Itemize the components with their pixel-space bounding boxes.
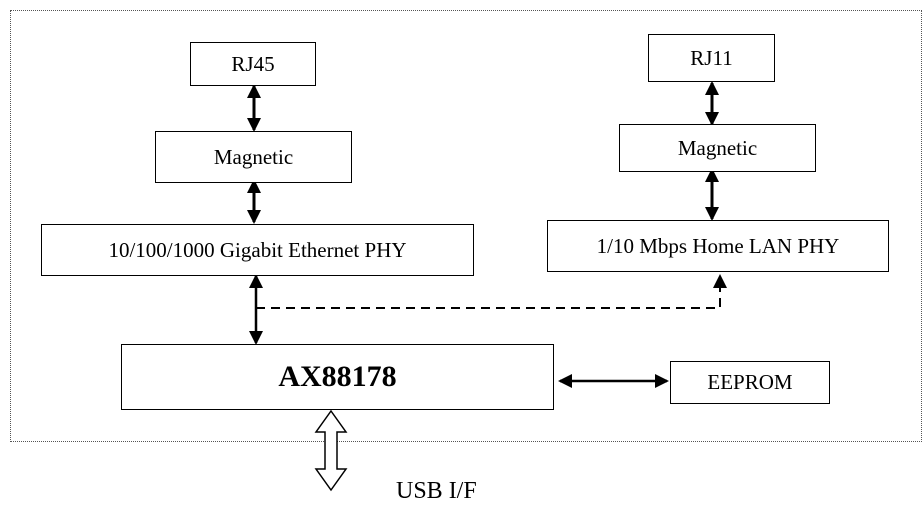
usb-interface-arrow [314, 409, 348, 492]
eeprom-block: EEPROM [670, 361, 830, 404]
eeprom-label: EEPROM [707, 370, 793, 394]
magnetic-right-label: Magnetic [677, 135, 758, 160]
magnetic-left-block: Magnetic [155, 131, 352, 183]
homelan-phy-block: 1/10 Mbps Home LAN PHY [547, 220, 889, 272]
usb-interface-label: USB I/F [396, 478, 477, 504]
chip-label: AX88178 [278, 360, 397, 393]
homelan-phy-label: 1/10 Mbps Home LAN PHY [596, 233, 840, 258]
gigabit-phy-label: 10/100/1000 Gigabit Ethernet PHY [108, 237, 407, 262]
magnetic-right-block: Magnetic [619, 124, 816, 172]
rj11-block: RJ11 [648, 34, 775, 82]
magnetic-left-label: Magnetic [213, 144, 294, 169]
gigabit-phy-block: 10/100/1000 Gigabit Ethernet PHY [41, 224, 474, 276]
rj45-block: RJ45 [190, 42, 316, 86]
ax88178-chip-block: AX88178 [121, 344, 554, 410]
rj45-label: RJ45 [231, 51, 275, 76]
link-chip-homelan-phy-dashed [256, 274, 727, 309]
rj11-label: RJ11 [690, 45, 733, 70]
